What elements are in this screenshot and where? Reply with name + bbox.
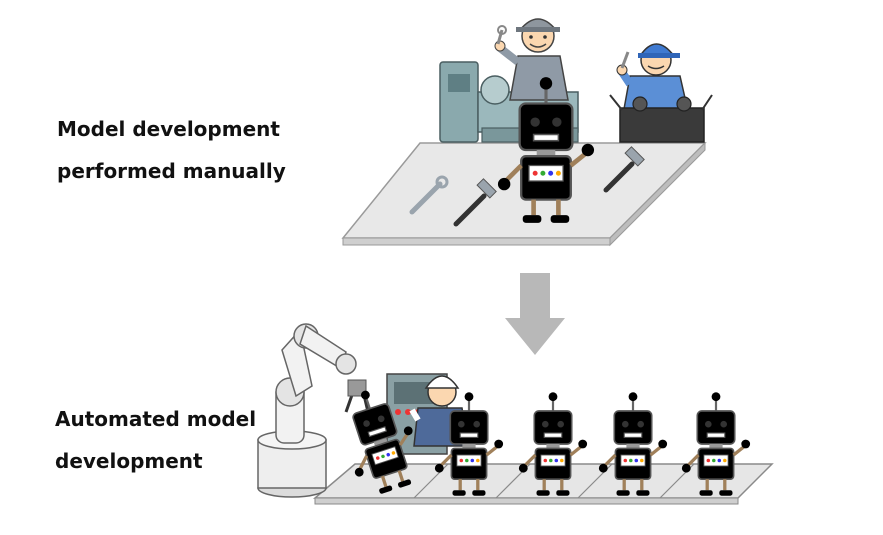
auto-label-line-1: Automated model (55, 407, 257, 431)
auto-label-line-2: development (55, 449, 203, 473)
wrench-icon (409, 175, 449, 215)
manual-label-line-2: performed manually (57, 159, 286, 183)
manual-scene: #robot-blue .rc{fill:#7ec6d4} (341, 18, 713, 247)
manual-development-label: Model development performed manually (57, 108, 286, 192)
manual-platform-edge (342, 237, 611, 246)
hammer-icon-2 (603, 146, 645, 193)
hammer-icon (453, 178, 497, 227)
manual-label-line-1: Model development (57, 117, 280, 141)
worker-gray-icon (494, 18, 569, 101)
robotic-arm-icon (257, 323, 370, 498)
automated-scene: #robot-yellow .rc{fill:#f2c22e} #robot-o… (257, 323, 774, 505)
automated-development-label: Automated model development (55, 398, 256, 482)
engine-block-icon (609, 94, 713, 143)
down-arrow-icon (505, 273, 565, 355)
